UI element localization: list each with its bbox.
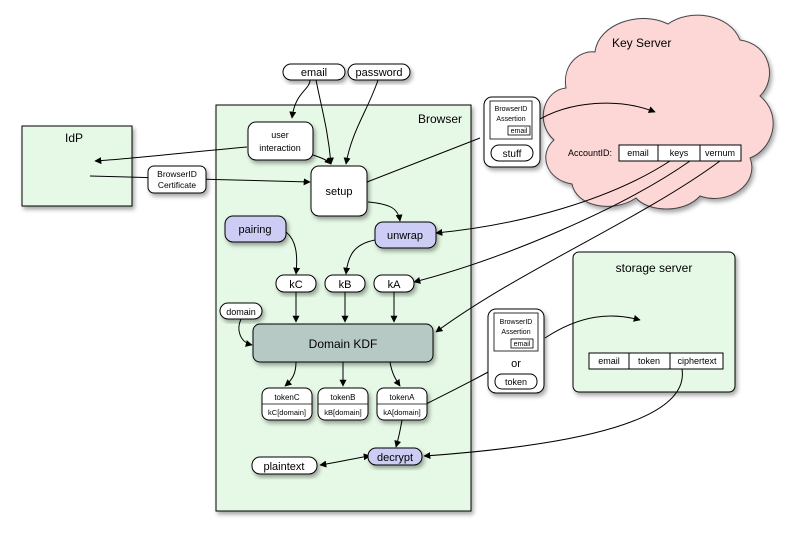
arrow-tokena-to-decrypt	[394, 419, 403, 448]
svg-text:Assertion: Assertion	[496, 116, 525, 123]
arrow-assertion-to-key-server	[534, 102, 656, 123]
token-b: tokenB kB[domain]	[317, 387, 369, 421]
account-field-vernum: vernum	[705, 148, 735, 158]
svg-text:BrowserID: BrowserID	[157, 169, 197, 179]
svg-text:password: password	[355, 67, 402, 79]
assertion2-email: email	[514, 341, 531, 348]
svg-text:plaintext: plaintext	[264, 461, 305, 473]
browser-title: Browser	[418, 112, 462, 126]
svg-text:pairing: pairing	[238, 224, 271, 236]
token-pill: token	[505, 377, 527, 387]
idp-box: IdP	[21, 125, 133, 207]
arrow-kdf-to-tokenc	[284, 361, 297, 387]
key-kb: kB	[324, 274, 366, 293]
line-tokena-to-assertion	[425, 370, 491, 405]
svg-text:tokenA: tokenA	[390, 393, 416, 402]
account-id-label: AccountID:	[568, 148, 612, 158]
assertion1-email: email	[511, 128, 528, 135]
arrow-email-to-user-interaction	[289, 79, 311, 119]
plaintext-node: plaintext	[251, 456, 318, 475]
svg-text:kC: kC	[289, 279, 303, 291]
storage-field-ciphertext: ciphertext	[677, 356, 717, 366]
arrow-unwrap-to-kb	[343, 239, 376, 275]
arrow-password-to-setup	[343, 79, 379, 165]
arrow-user-interaction-to-setup	[312, 154, 332, 165]
svg-text:tokenB: tokenB	[331, 393, 356, 402]
line-setup-to-assertion	[366, 137, 481, 183]
svg-text:unwrap: unwrap	[387, 230, 423, 242]
storage-field-token: token	[638, 356, 660, 366]
decrypt-node: decrypt	[367, 447, 423, 466]
arrow-pairing-to-kc	[285, 231, 301, 275]
svg-text:decrypt: decrypt	[377, 452, 413, 464]
svg-text:kA: kA	[388, 279, 402, 291]
pairing-node: pairing	[224, 215, 287, 243]
storage-record-table: email token ciphertext	[588, 352, 724, 370]
key-ka: kA	[373, 274, 415, 293]
user-interaction-node: user interaction	[247, 121, 314, 161]
account-record-table: email keys vernum	[618, 144, 742, 162]
svg-text:Assertion: Assertion	[501, 329, 530, 336]
arrow-email-to-setup	[315, 79, 334, 165]
domain-pill: domain	[219, 302, 263, 320]
svg-text:BrowserID: BrowserID	[495, 106, 528, 113]
arrow-setup-to-unwrap	[367, 201, 403, 222]
svg-text:setup: setup	[326, 186, 353, 198]
svg-text:tokenC: tokenC	[274, 393, 300, 402]
svg-text:BrowserID: BrowserID	[500, 319, 533, 326]
or-label: or	[511, 358, 521, 370]
browserid-assertion-storage: BrowserID Assertion email or token	[487, 308, 545, 394]
arrow-keys-to-unwrap	[435, 160, 671, 236]
svg-text:email: email	[301, 67, 327, 79]
svg-text:Domain KDF: Domain KDF	[309, 337, 378, 351]
unwrap-node: unwrap	[374, 221, 437, 249]
svg-text:user: user	[271, 130, 289, 140]
storage-server-title: storage server	[616, 261, 693, 275]
stuff-pill: stuff	[503, 149, 522, 160]
svg-text:Certificate: Certificate	[158, 180, 197, 190]
arrow-kdf-to-tokena	[389, 361, 401, 387]
browserid-assertion-keyserver: BrowserID Assertion email stuff	[483, 96, 541, 168]
arrow-decrypt-plaintext	[319, 453, 371, 468]
svg-text:kB[domain]: kB[domain]	[324, 408, 362, 417]
svg-text:domain: domain	[226, 307, 256, 317]
arrow-keys-to-ka	[413, 160, 691, 284]
arrow-domain-to-kdf	[238, 318, 253, 347]
account-field-keys: keys	[670, 148, 689, 158]
key-server-cloud: Key Server AccountID: email keys vernum	[542, 14, 774, 210]
storage-server-box: storage server email token ciphertext	[572, 251, 736, 393]
svg-text:interaction: interaction	[259, 143, 301, 153]
svg-text:kC[domain]: kC[domain]	[268, 408, 306, 417]
idp-title: IdP	[65, 131, 83, 145]
storage-field-email: email	[598, 356, 620, 366]
arrow-ciphertext-to-decrypt	[423, 368, 683, 460]
domain-kdf-node: Domain KDF	[252, 323, 434, 363]
account-field-email: email	[627, 148, 649, 158]
arrow-vernum-to-kdf	[435, 160, 721, 333]
browserid-certificate: BrowserID Certificate	[147, 165, 207, 194]
setup-node: setup	[310, 165, 368, 217]
password-input-pill: password	[347, 63, 411, 81]
arrow-user-interaction-to-idp	[94, 146, 248, 165]
token-c: tokenC kC[domain]	[261, 387, 313, 421]
key-kc: kC	[275, 274, 317, 293]
arrow-assertion-to-storage	[544, 314, 641, 339]
svg-text:kB: kB	[339, 279, 352, 291]
svg-text:kA[domain]: kA[domain]	[383, 408, 421, 417]
email-input-pill: email	[282, 63, 346, 81]
key-server-title: Key Server	[612, 36, 671, 50]
token-a: tokenA kA[domain]	[376, 387, 428, 421]
